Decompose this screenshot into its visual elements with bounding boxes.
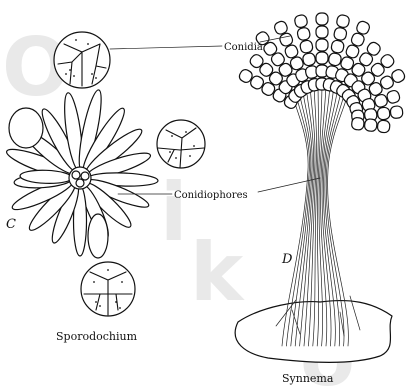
stipple-dot [95,301,97,303]
stipple-dot [95,77,97,79]
conidium-cell [386,89,401,104]
conidium-cell [316,13,328,25]
stipple-dot [115,301,117,303]
stipple-dot [107,269,109,271]
rosette-center-cell [76,179,84,187]
synnema-caption: Synnema [282,372,334,385]
conidium-cell [333,27,347,41]
conidium-cell [390,106,403,119]
stipple-dot [69,69,71,71]
conidium-cell [302,52,316,66]
conidium-cell [377,107,390,120]
conidium-cell [351,117,364,130]
stipple-dot [119,307,121,309]
conidium-cell [316,52,328,64]
conidiophore-stalk [88,214,108,258]
conidia-leader-left [110,46,222,49]
conidium-cell [294,14,308,28]
panel-label-d: D [281,252,293,267]
stipple-dot [169,151,171,153]
stipple-dot [175,157,177,159]
conidium-cell [316,26,328,38]
leader-lines [110,36,320,194]
conidial-chains [238,13,407,133]
synnema-illustration [235,13,406,362]
stipple-dot [75,39,77,41]
stipple-dot [189,155,191,157]
conidium-cell [364,119,377,132]
sporodochium-caption: Sporodochium [56,330,138,343]
conidium-cell [336,14,350,28]
stipple-dot [87,43,89,45]
conidium-cell [330,40,344,54]
stipple-dot [99,305,101,307]
watermark-letter-k: k [190,226,245,319]
conidium-top [54,32,110,88]
stipple-dot [73,75,75,77]
conidiophore-lobe [9,108,43,148]
conidium-cell [328,52,342,66]
conidia-label: Conidia [224,42,263,53]
stipple-dot [121,281,123,283]
conidium-cell [297,27,311,41]
stipple-dot [91,73,93,75]
stipple-dot [193,145,195,147]
conidial-chain [316,13,328,90]
conidium-cell [377,120,390,133]
conidium-cell [299,40,313,54]
stipple-dot [65,73,67,75]
stipple-dot [171,135,173,137]
stipple-dot [185,131,187,133]
rosette-center-cell [81,172,89,180]
conidiophores-label: Conidiophores [174,190,248,201]
stipple-dot [93,281,95,283]
conidium-cell [316,39,328,51]
watermark-letter-i: i [160,166,187,259]
panel-label-c: C [6,217,16,232]
rosette-center-cell [72,171,80,179]
conidium-right [157,120,205,168]
